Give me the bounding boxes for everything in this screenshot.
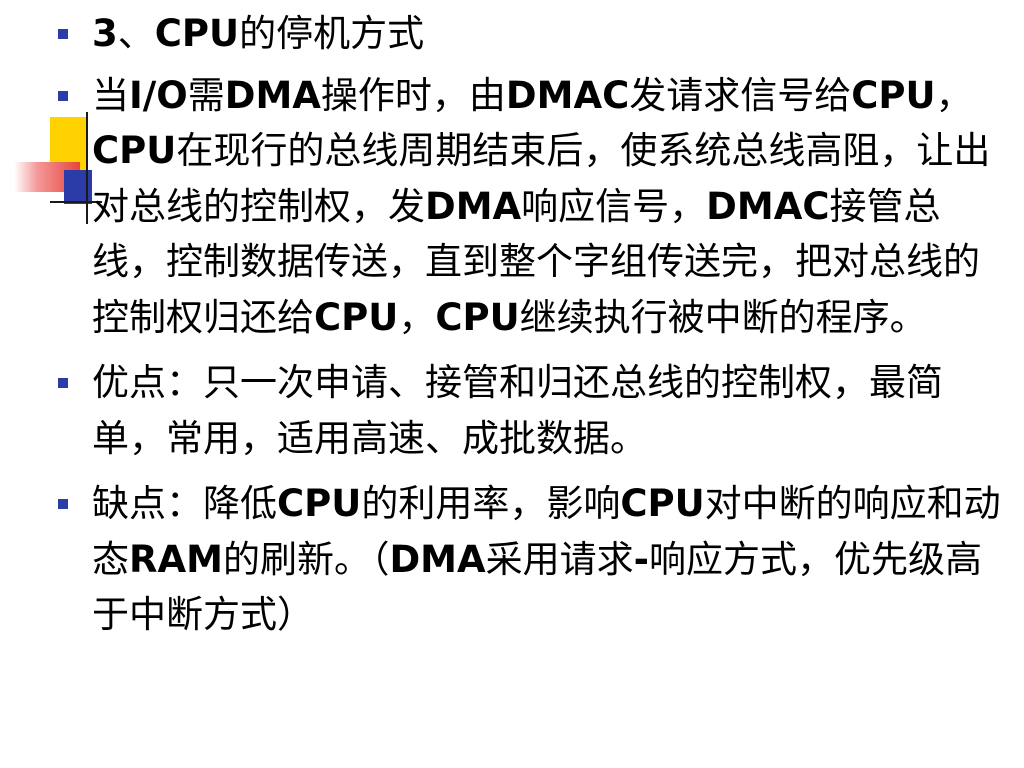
slide-body: 3、CPU的停机方式当I/O需DMA操作时，由DMAC发请求信号给CPU，CPU…	[56, 6, 1006, 649]
text-segment: 响应方式，优先级高于中断方式）	[92, 537, 982, 637]
text-segment: DMA	[389, 537, 486, 581]
text-segment: CPU	[314, 295, 399, 339]
text-segment: 的刷新。（	[222, 537, 390, 581]
text-segment: ，	[935, 73, 973, 117]
square-bullet-icon	[58, 378, 68, 388]
text-segment: CPU	[851, 73, 936, 117]
text-segment: 响应信号，	[521, 184, 707, 228]
text-segment: 继续执行被中断的程序。	[519, 295, 927, 339]
text-segment: RAM	[129, 537, 223, 581]
text-segment: -	[633, 537, 649, 581]
text-segment: 的停机方式	[239, 12, 425, 55]
decor-vertical-line	[86, 112, 88, 224]
bullet-text: 当I/O需DMA操作时，由DMAC发请求信号给CPU，CPU在现行的总线周期结束…	[92, 74, 990, 339]
bullet-text: 缺点：降低CPU的利用率，影响CPU对中断的响应和动态RAM的刷新。（DMA采用…	[92, 482, 1001, 636]
square-bullet-icon	[58, 29, 68, 39]
text-segment: 对中断的响应和动态	[92, 482, 1001, 581]
text-segment: 缺点：降低	[92, 482, 277, 525]
text-segment: 优点：只一次申请、接管和归还总线的控制权，最简单，常用，适用高速、成批数据。	[92, 361, 943, 460]
text-segment: DMA	[224, 73, 321, 117]
text-segment: 、	[117, 12, 155, 55]
text-segment: ，	[398, 295, 436, 339]
text-segment: 当	[92, 73, 129, 117]
bullet-text: 优点：只一次申请、接管和归还总线的控制权，最简单，常用，适用高速、成批数据。	[92, 361, 943, 460]
text-segment: DMA	[425, 184, 522, 228]
bullet-item: 当I/O需DMA操作时，由DMAC发请求信号给CPU，CPU在现行的总线周期结束…	[56, 68, 1006, 346]
square-bullet-icon	[58, 499, 68, 509]
text-segment: CPU	[435, 295, 520, 339]
text-segment: CPU	[620, 482, 705, 525]
bullet-item: 缺点：降低CPU的利用率，影响CPU对中断的响应和动态RAM的刷新。（DMA采用…	[56, 476, 1006, 643]
bullet-item: 优点：只一次申请、接管和归还总线的控制权，最简单，常用，适用高速、成批数据。	[56, 355, 1006, 466]
bullet-item: 3、CPU的停机方式	[56, 6, 1006, 62]
text-segment: CPU	[277, 482, 362, 525]
decor-horizontal-line	[50, 201, 102, 203]
text-segment: DMAC	[706, 184, 830, 228]
text-segment: CPU	[154, 12, 240, 55]
text-segment: I/O	[129, 73, 188, 117]
bullet-text: 3、CPU的停机方式	[92, 12, 424, 55]
square-bullet-icon	[58, 90, 68, 101]
text-segment: 在现行的总线周期结束后，使系统总线高阻，让出对总线的控制权，发	[92, 129, 991, 228]
text-segment: 的利用率，影响	[361, 482, 621, 525]
text-segment: 需	[187, 73, 225, 117]
text-segment: DMAC	[505, 73, 630, 117]
text-segment: 采用请求	[485, 537, 634, 581]
text-segment: 操作时，由	[320, 73, 506, 117]
text-segment: 发请求信号给	[629, 73, 852, 117]
text-segment: CPU	[92, 129, 177, 172]
text-segment: 3	[92, 12, 118, 55]
text-segment: 接管总线，控制数据传送，直到整个字组传送完，把对总线的控制权归还给	[92, 184, 980, 339]
